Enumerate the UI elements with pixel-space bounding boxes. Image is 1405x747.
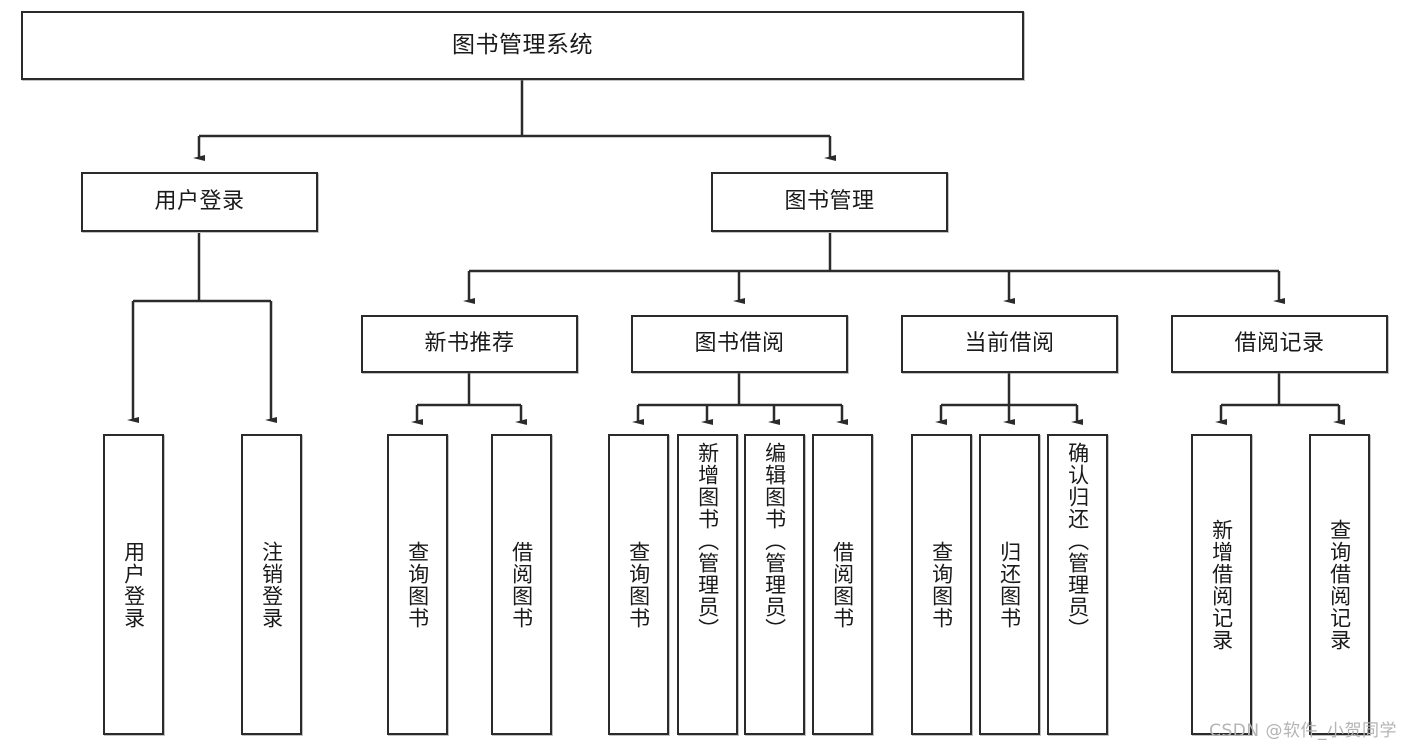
node-leaf-add-book[interactable]: 新增图书（管理员） [677,434,738,735]
node-new-book-recommend-label: 新书推荐 [424,331,515,357]
node-root-label: 图书管理系统 [452,31,593,58]
node-book-management-label: 图书管理 [784,189,875,215]
node-book-borrow[interactable]: 图书借阅 [631,315,848,373]
node-current-borrow-label: 当前借阅 [964,331,1055,357]
node-book-management[interactable]: 图书管理 [711,172,948,232]
csdn-watermark: CSDN @软件_小贺同学 [1209,721,1397,741]
node-leaf-query-book-a[interactable]: 查询图书 [387,434,448,735]
node-book-borrow-label: 图书借阅 [694,331,785,357]
node-leaf-query-record-label: 查询借阅记录 [1327,518,1352,651]
node-leaf-logout-label: 注销登录 [259,540,284,629]
node-leaf-query-book-c[interactable]: 查询图书 [911,434,972,735]
node-leaf-confirm-return[interactable]: 确认归还（管理员） [1047,434,1108,735]
node-borrow-record[interactable]: 借阅记录 [1171,315,1388,373]
node-leaf-borrow-book-b-label: 借阅图书 [830,540,855,629]
node-leaf-logout[interactable]: 注销登录 [241,434,302,735]
node-leaf-query-book-c-label: 查询图书 [929,540,954,629]
node-user-login[interactable]: 用户登录 [81,172,318,232]
node-leaf-edit-book-label: 编辑图书（管理员） [762,442,787,640]
node-leaf-query-book-b[interactable]: 查询图书 [608,434,669,735]
node-leaf-borrow-book-a-label: 借阅图书 [509,540,534,629]
node-root-book-management-system[interactable]: 图书管理系统 [21,11,1024,80]
node-leaf-query-book-a-label: 查询图书 [405,540,430,629]
node-leaf-query-record[interactable]: 查询借阅记录 [1309,434,1370,735]
node-leaf-add-record-label: 新增借阅记录 [1209,518,1234,651]
node-borrow-record-label: 借阅记录 [1234,331,1325,357]
node-leaf-borrow-book-b[interactable]: 借阅图书 [812,434,873,735]
node-current-borrow[interactable]: 当前借阅 [901,315,1118,373]
node-leaf-confirm-return-label: 确认归还（管理员） [1065,442,1090,640]
node-leaf-edit-book[interactable]: 编辑图书（管理员） [744,434,805,735]
node-leaf-query-book-b-label: 查询图书 [626,540,651,629]
node-user-login-label: 用户登录 [154,189,245,215]
node-leaf-return-book[interactable]: 归还图书 [979,434,1040,735]
node-leaf-borrow-book-a[interactable]: 借阅图书 [491,434,552,735]
node-leaf-add-record[interactable]: 新增借阅记录 [1191,434,1252,735]
node-leaf-user-login[interactable]: 用户登录 [103,434,164,735]
node-new-book-recommend[interactable]: 新书推荐 [361,315,578,373]
node-leaf-user-login-label: 用户登录 [121,540,146,629]
node-leaf-add-book-label: 新增图书（管理员） [695,442,720,640]
node-leaf-return-book-label: 归还图书 [997,540,1022,629]
